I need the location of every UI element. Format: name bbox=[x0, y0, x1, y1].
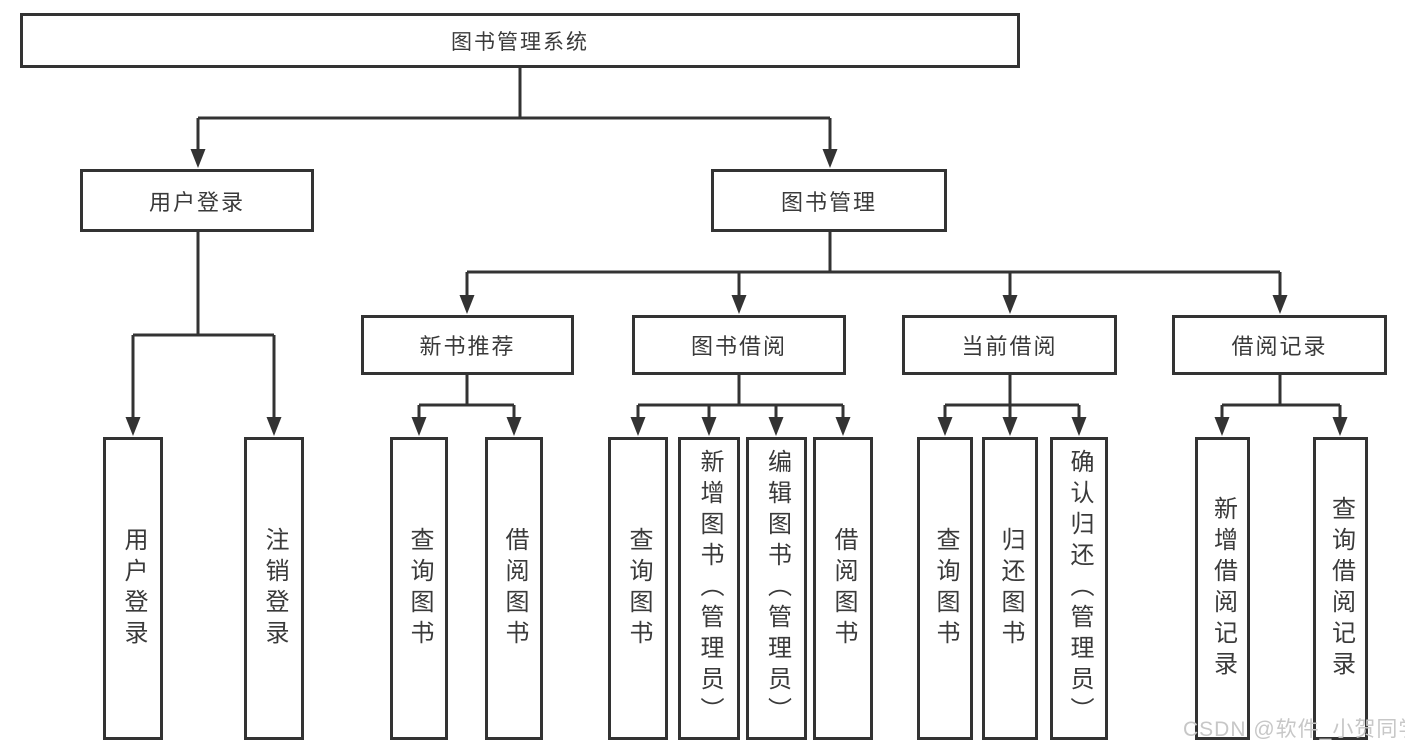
leaf-label: 用户登录 bbox=[120, 526, 147, 651]
leaf-borrow-books-recommend: 借阅图书 bbox=[485, 437, 543, 740]
connector-paths bbox=[131, 68, 1342, 420]
leaf-add-borrow-record: 新增借阅记录 bbox=[1195, 437, 1250, 740]
node-label: 借阅记录 bbox=[1231, 334, 1328, 359]
leaf-query-books-borrowing: 查询图书 bbox=[608, 437, 668, 740]
leaf-label: 借阅图书 bbox=[830, 526, 857, 651]
leaf-user-login: 用户登录 bbox=[103, 437, 163, 740]
leaf-confirm-return-admin: 确认归还（管理员） bbox=[1050, 437, 1108, 740]
arrowhead-icons bbox=[125, 149, 1348, 436]
leaf-label: 查询图书 bbox=[625, 526, 652, 651]
leaf-label: 确认归还（管理员） bbox=[1066, 449, 1093, 728]
leaf-label: 归还图书 bbox=[997, 526, 1024, 651]
node-user-login-branch: 用户登录 bbox=[80, 169, 314, 232]
node-book-borrowing: 图书借阅 bbox=[632, 315, 846, 375]
node-label: 图书借阅 bbox=[690, 334, 787, 359]
node-label: 图书管理系统 bbox=[451, 30, 589, 54]
leaf-query-books-recommend: 查询图书 bbox=[390, 437, 448, 740]
leaf-borrow-books: 借阅图书 bbox=[813, 437, 873, 740]
node-label: 当前借阅 bbox=[961, 334, 1058, 359]
leaf-label: 查询借阅记录 bbox=[1327, 495, 1355, 682]
node-label: 图书管理 bbox=[780, 189, 877, 215]
leaf-label: 新增借阅记录 bbox=[1209, 495, 1237, 682]
leaf-label: 借阅图书 bbox=[501, 526, 528, 651]
leaf-edit-books-admin: 编辑图书（管理员） bbox=[746, 437, 807, 740]
node-borrowing-records: 借阅记录 bbox=[1172, 315, 1387, 375]
csdn-watermark: CSDN @软件_小贺同学 bbox=[1183, 718, 1405, 741]
node-book-management-branch: 图书管理 bbox=[711, 169, 947, 232]
leaf-logout: 注销登录 bbox=[244, 437, 304, 740]
leaf-query-borrow-record: 查询借阅记录 bbox=[1313, 437, 1368, 740]
leaf-query-books-current: 查询图书 bbox=[917, 437, 973, 740]
node-new-book-recommendation: 新书推荐 bbox=[361, 315, 574, 375]
leaf-label: 新增图书（管理员） bbox=[696, 449, 723, 728]
node-label: 用户登录 bbox=[148, 189, 245, 215]
leaf-add-books-admin: 新增图书（管理员） bbox=[678, 437, 740, 740]
leaf-label: 查询图书 bbox=[932, 526, 959, 651]
node-current-borrowing: 当前借阅 bbox=[902, 315, 1117, 375]
leaf-return-books: 归还图书 bbox=[982, 437, 1038, 740]
leaf-label: 注销登录 bbox=[261, 526, 288, 651]
node-label: 新书推荐 bbox=[419, 334, 516, 359]
node-root-library-management-system: 图书管理系统 bbox=[20, 13, 1020, 68]
leaf-label: 编辑图书（管理员） bbox=[763, 449, 791, 728]
leaf-label: 查询图书 bbox=[406, 526, 433, 651]
